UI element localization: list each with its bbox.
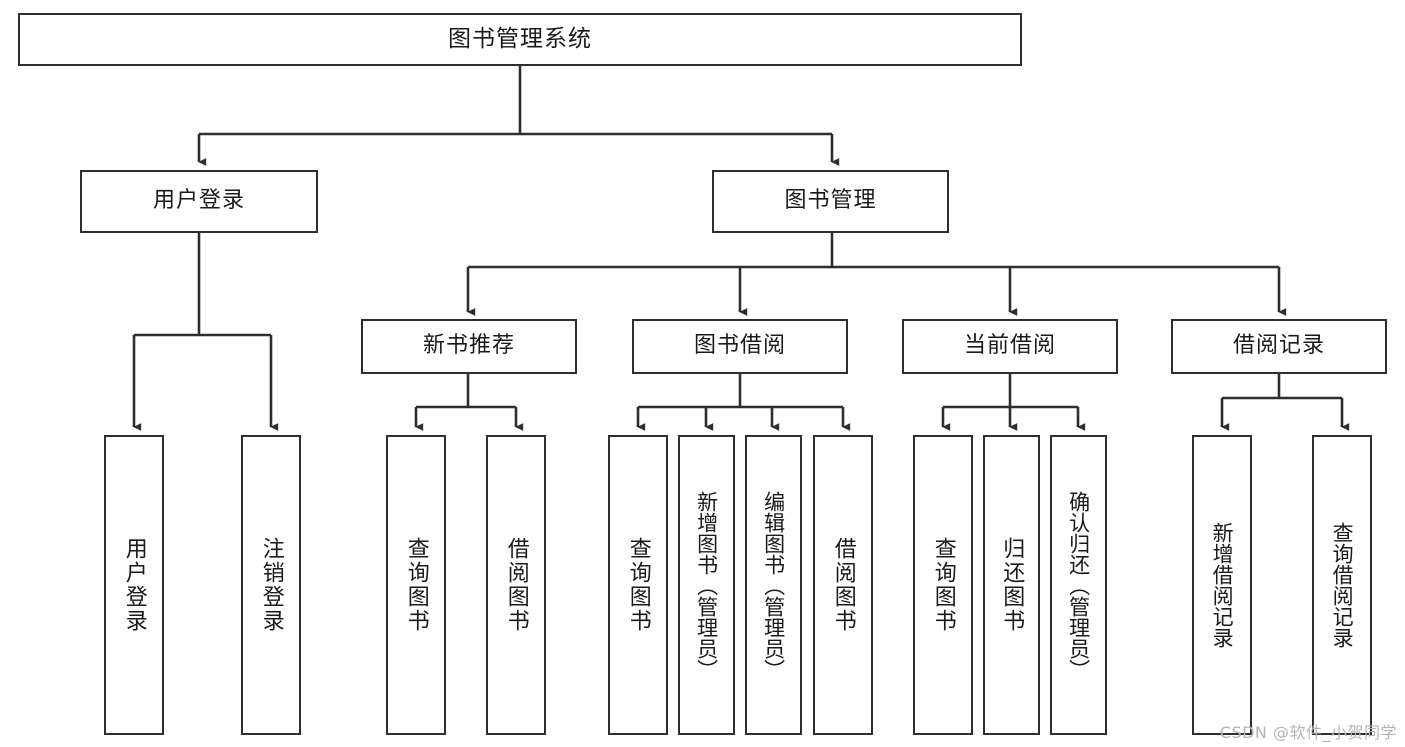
leaf-new-book-borrow[interactable]: 借阅图书 (486, 435, 546, 735)
leaf-borrow-query-book[interactable]: 查询图书 (608, 435, 668, 735)
node-label: 借阅图书 (830, 537, 856, 633)
node-label: 图书管理系统 (448, 25, 592, 52)
node-root-system[interactable]: 图书管理系统 (18, 13, 1022, 66)
node-book-borrow[interactable]: 图书借阅 (632, 319, 848, 374)
watermark-text: CSDN @软件_小贺同学 (1219, 723, 1397, 742)
node-book-management[interactable]: 图书管理 (712, 170, 949, 233)
node-label: 新增借阅记录 (1210, 522, 1235, 648)
node-label: 当前借阅 (963, 333, 1056, 359)
leaf-record-query-record[interactable]: 查询借阅记录 (1312, 435, 1372, 735)
node-label: 借阅记录 (1232, 333, 1325, 359)
node-label: 借阅图书 (503, 537, 529, 633)
leaf-new-book-query[interactable]: 查询图书 (386, 435, 446, 735)
node-label: 查询图书 (930, 537, 956, 633)
leaf-borrow-borrow-book[interactable]: 借阅图书 (813, 435, 873, 735)
leaf-borrow-add-book-admin[interactable]: 新增图书（管理员） (678, 435, 735, 735)
leaf-user-login-login[interactable]: 用户登录 (104, 435, 164, 735)
leaf-user-login-logout[interactable]: 注销登录 (241, 435, 301, 735)
leaf-record-add-record[interactable]: 新增借阅记录 (1192, 435, 1252, 735)
node-user-login[interactable]: 用户登录 (80, 170, 318, 233)
node-label: 查询图书 (625, 537, 651, 633)
node-label: 新增图书（管理员） (694, 490, 719, 680)
node-label: 用户登录 (121, 537, 147, 633)
leaf-current-confirm-return-admin[interactable]: 确认归还（管理员） (1050, 435, 1107, 735)
node-new-book-recommend[interactable]: 新书推荐 (361, 319, 577, 374)
node-label: 注销登录 (258, 537, 284, 633)
node-label: 图书管理 (784, 188, 877, 214)
leaf-borrow-edit-book-admin[interactable]: 编辑图书（管理员） (745, 435, 802, 735)
node-borrow-record[interactable]: 借阅记录 (1171, 319, 1387, 374)
node-label: 查询图书 (403, 537, 429, 633)
node-label: 编辑图书（管理员） (761, 490, 786, 680)
node-label: 查询借阅记录 (1330, 522, 1355, 648)
node-label: 用户登录 (152, 188, 245, 214)
node-label: 新书推荐 (422, 333, 515, 359)
node-label: 归还图书 (999, 537, 1025, 633)
node-label: 图书借阅 (693, 333, 786, 359)
node-label: 确认归还（管理员） (1066, 490, 1091, 680)
leaf-current-return-book[interactable]: 归还图书 (983, 435, 1040, 735)
leaf-current-query-book[interactable]: 查询图书 (913, 435, 973, 735)
node-current-borrow[interactable]: 当前借阅 (902, 319, 1118, 374)
